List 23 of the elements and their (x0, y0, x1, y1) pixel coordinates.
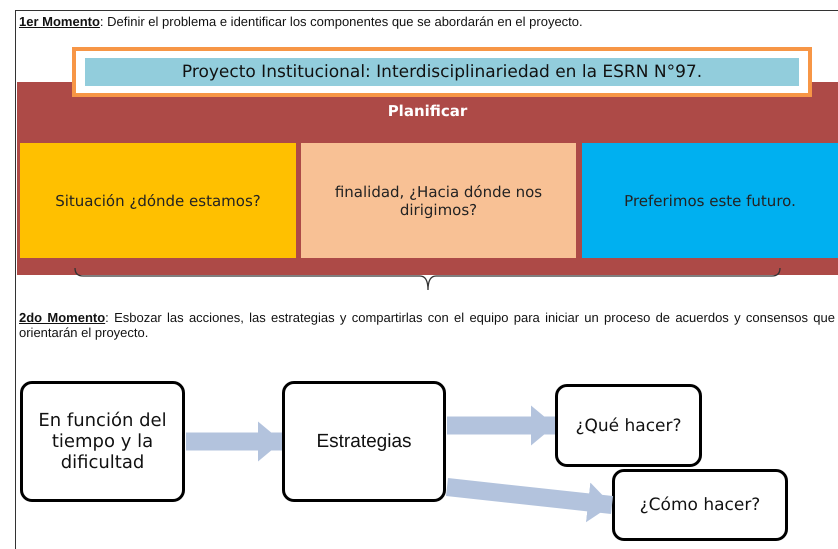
box-text: ¿Cómo hacer? (640, 495, 760, 515)
title-frame (72, 47, 812, 97)
instruction-paragraph: 1er Momento: Definir el problema e identificar los componentes que se abordarán en el proyecto. (19, 14, 584, 29)
box-text: Situación ¿dónde estamos? (55, 192, 261, 210)
instruction-paragraph: 2do Momento: Esbozar las acciones, las estrategias y compartirlas con el equipo para iniciar un proceso de acuerdos y consensos que orientarán el proyecto. (19, 310, 835, 340)
stage-box (582, 143, 838, 258)
planning-band (17, 82, 838, 275)
block-arrow (446, 478, 613, 522)
block-arrow (447, 406, 555, 446)
process-box (555, 384, 702, 467)
box-text: Estrategias (316, 430, 412, 452)
process-box (282, 381, 446, 502)
stage-box (301, 143, 576, 258)
process-box (20, 381, 185, 502)
process-box (612, 469, 788, 541)
box-text: En función del tiempo y la dificultad (37, 410, 168, 473)
block-arrow (186, 422, 282, 462)
box-text: Preferimos este futuro. (624, 192, 796, 210)
band-heading: Planificar (388, 102, 468, 120)
box-text: finalidad, ¿Hacia dónde nos dirigimos? (334, 182, 544, 218)
box-text: ¿Qué hacer? (575, 416, 682, 436)
title-banner: Proyecto Institucional: Interdisciplinariedad en la ESRN N°97. (85, 58, 799, 86)
stage-box (20, 143, 296, 258)
